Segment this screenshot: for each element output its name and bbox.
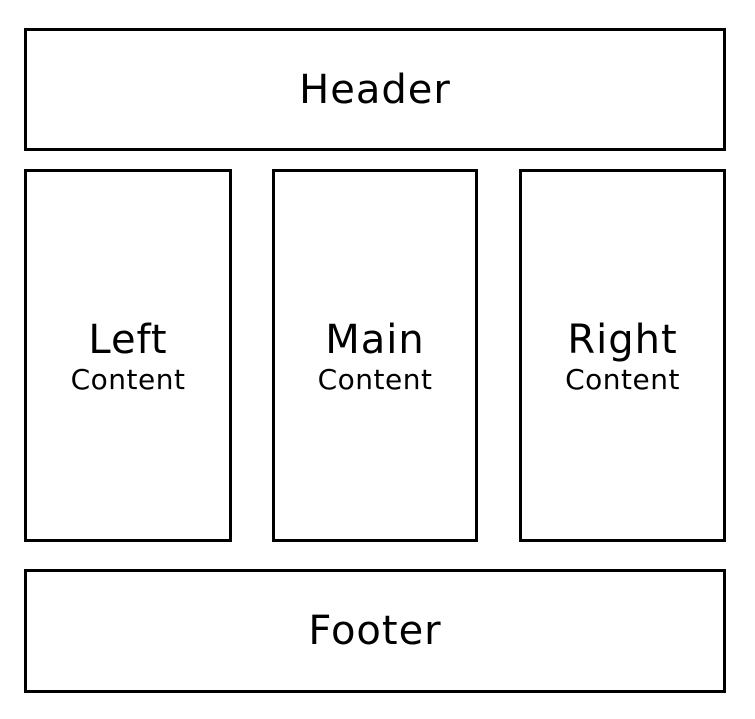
right-content-region: Right Content [519, 169, 726, 542]
left-content-region: Left Content [24, 169, 232, 542]
right-title: Right [567, 316, 678, 363]
footer-region: Footer [24, 569, 726, 693]
left-content-text: Left Content [71, 317, 186, 397]
main-subtitle: Content [317, 362, 433, 396]
right-subtitle: Content [565, 362, 680, 396]
footer-label: Footer [308, 608, 442, 654]
right-content-text: Right Content [565, 317, 680, 397]
left-title: Left [88, 316, 168, 363]
main-content-region: Main Content [272, 169, 478, 542]
main-content-text: Main Content [318, 317, 433, 397]
header-region: Header [24, 28, 726, 151]
header-label: Header [299, 66, 451, 113]
main-title: Main [325, 316, 425, 363]
left-subtitle: Content [70, 362, 186, 396]
